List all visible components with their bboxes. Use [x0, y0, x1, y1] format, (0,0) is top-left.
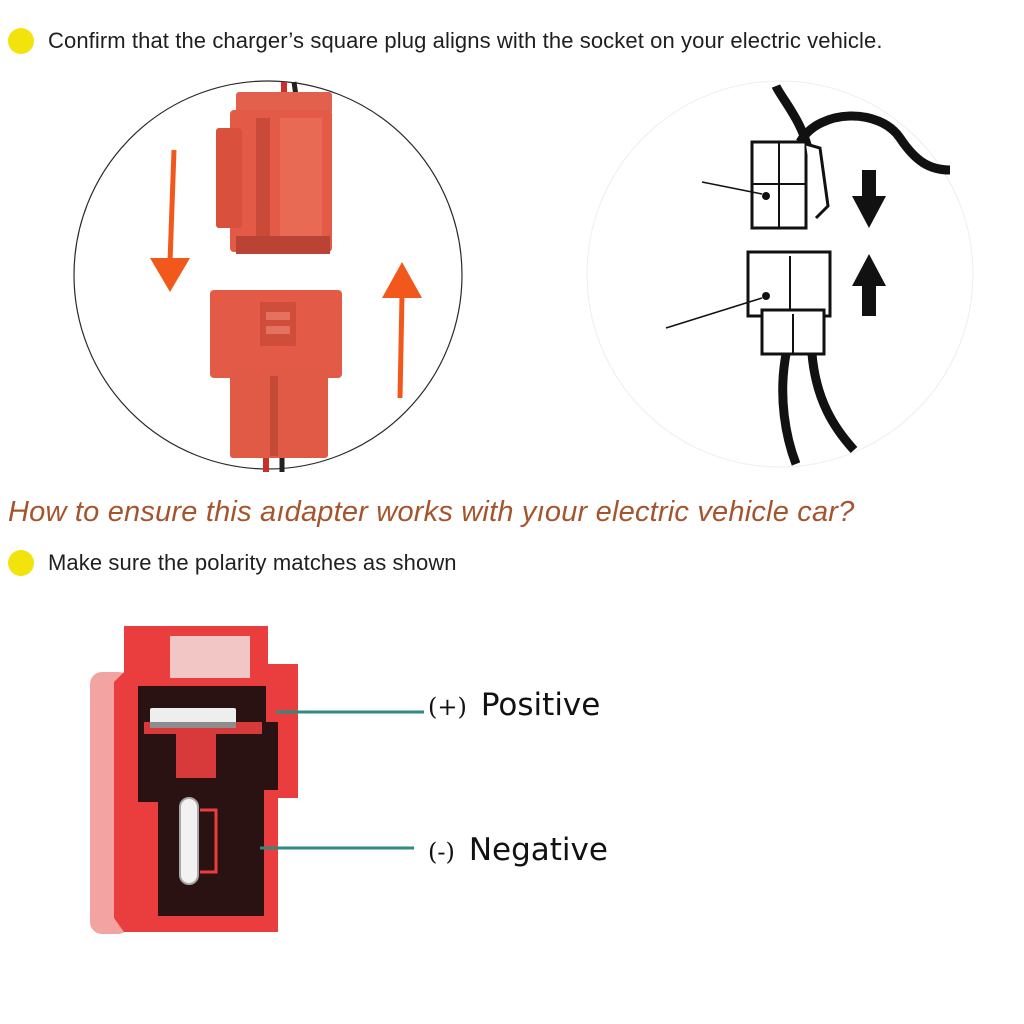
- bottom-connector: [665, 250, 832, 356]
- arrow-up-icon: [382, 262, 422, 399]
- step-1-text: Confirm that the charger’s square plug a…: [48, 28, 883, 53]
- bottom-plug: [210, 290, 342, 458]
- negative-sign: (-): [428, 838, 455, 866]
- connector-photo-circle: [73, 80, 463, 472]
- arrow-down-icon: [150, 149, 190, 292]
- step-2-row: Make sure the polarity matches as shown: [8, 550, 457, 576]
- yellow-bullet-icon: [8, 28, 34, 54]
- top-plug: [216, 92, 332, 254]
- compatibility-heading: How to ensure this aıdapter works with y…: [8, 496, 855, 528]
- polarity-leader-lines: [260, 710, 424, 850]
- connector-line-drawing: [586, 80, 974, 468]
- positive-name: Positive: [480, 687, 601, 723]
- step-2-text: Make sure the polarity matches as shown: [48, 550, 457, 575]
- yellow-bullet-icon: [8, 550, 34, 576]
- socket-housing-illustration: [90, 626, 298, 934]
- negative-name: Negative: [468, 832, 608, 868]
- top-connector: [701, 140, 830, 230]
- positive-sign: (+): [428, 693, 467, 721]
- negative-label: (-) Negative: [428, 832, 608, 868]
- step-1-row: Confirm that the charger’s square plug a…: [8, 28, 883, 54]
- arrow-up-icon: [852, 254, 886, 316]
- positive-label: (+) Positive: [428, 687, 600, 723]
- arrow-down-icon: [852, 170, 886, 228]
